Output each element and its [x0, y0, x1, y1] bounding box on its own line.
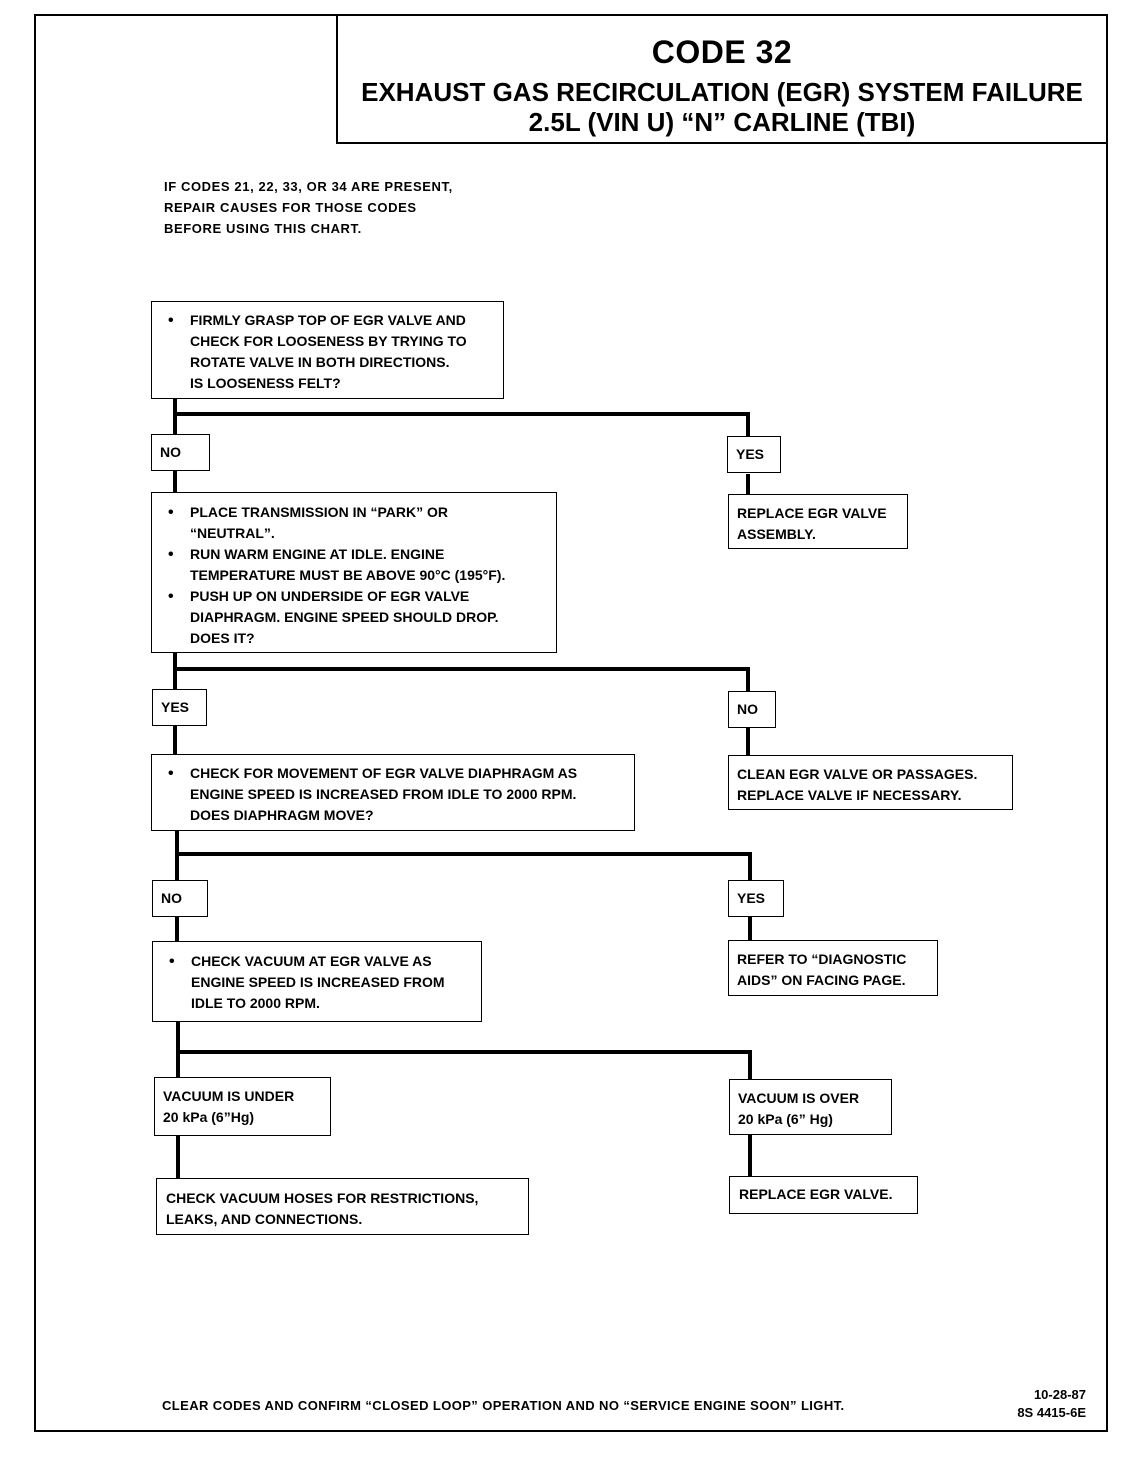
- text-line: REPLACE VALVE IF NECESSARY.: [737, 787, 962, 803]
- text-line: 20 kPa (6” Hg): [738, 1111, 833, 1127]
- clean-egr-valve-box: CLEAN EGR VALVE OR PASSAGES. REPLACE VAL…: [728, 755, 1013, 810]
- connector: [175, 852, 752, 856]
- connector: [176, 1050, 752, 1054]
- connector: [173, 470, 177, 492]
- text-line: RUN WARM ENGINE AT IDLE. ENGINE: [190, 546, 445, 562]
- step-2-yes-label: YES: [152, 689, 207, 726]
- document-reference: 10-28-87 8S 4415-6E: [998, 1386, 1086, 1422]
- code-title: CODE 32: [651, 34, 793, 70]
- replace-egr-valve-box: REPLACE EGR VALVE.: [729, 1176, 918, 1214]
- connector: [175, 916, 179, 942]
- note-line: REPAIR CAUSES FOR THOSE CODES: [164, 200, 417, 215]
- connector: [746, 728, 750, 755]
- step-1-bullet: FIRMLY GRASP TOP OF EGR VALVE AND CHECK …: [160, 310, 495, 394]
- text-line: AIDS” ON FACING PAGE.: [737, 972, 906, 988]
- text-line: TEMPERATURE MUST BE ABOVE 90°C (195°F).: [190, 567, 506, 583]
- step-3-box: CHECK FOR MOVEMENT OF EGR VALVE DIAPHRAG…: [151, 754, 635, 831]
- connector: [748, 914, 752, 942]
- step-3-no-label: NO: [152, 880, 208, 917]
- text-line: REPLACE EGR VALVE.: [739, 1186, 893, 1202]
- footer-instruction: CLEAR CODES AND CONFIRM “CLOSED LOOP” OP…: [162, 1398, 845, 1413]
- connector: [746, 474, 750, 494]
- text-line: DOES DIAPHRAGM MOVE?: [190, 807, 374, 823]
- step-4-bullet: CHECK VACUUM AT EGR VALVE AS ENGINE SPEE…: [161, 951, 473, 1014]
- text-line: CLEAN EGR VALVE OR PASSAGES.: [737, 766, 978, 782]
- text-line: PLACE TRANSMISSION IN “PARK” OR: [190, 504, 448, 520]
- refer-diagnostic-aids-box: REFER TO “DIAGNOSTIC AIDS” ON FACING PAG…: [728, 940, 938, 996]
- connector: [173, 412, 750, 416]
- connector: [176, 1135, 180, 1179]
- check-vacuum-hoses-box: CHECK VACUUM HOSES FOR RESTRICTIONS, LEA…: [156, 1178, 529, 1235]
- text-line: FIRMLY GRASP TOP OF EGR VALVE AND: [190, 312, 466, 328]
- text-line: CHECK FOR LOOSENESS BY TRYING TO: [190, 333, 467, 349]
- title-line-1: EXHAUST GAS RECIRCULATION (EGR) SYSTEM F…: [361, 77, 1083, 107]
- text-line: LEAKS, AND CONNECTIONS.: [166, 1211, 363, 1227]
- text-line: DOES IT?: [190, 630, 255, 646]
- step-2-bullet: PLACE TRANSMISSION IN “PARK” OR “NEUTRAL…: [160, 502, 548, 544]
- connector: [746, 412, 750, 436]
- text-line: IDLE TO 2000 RPM.: [191, 995, 320, 1011]
- vacuum-under-label: VACUUM IS UNDER 20 kPa (6”Hg): [154, 1077, 331, 1136]
- vacuum-over-label: VACUUM IS OVER 20 kPa (6” Hg): [729, 1079, 892, 1135]
- text-line: “NEUTRAL”.: [190, 525, 275, 541]
- text-line: REPLACE EGR VALVE: [737, 505, 887, 521]
- note-line: BEFORE USING THIS CHART.: [164, 221, 362, 236]
- document-id: 8S 4415-6E: [1017, 1405, 1086, 1420]
- connector: [173, 725, 177, 755]
- connector: [173, 667, 750, 671]
- note-line: IF CODES 21, 22, 33, OR 34 ARE PRESENT,: [164, 179, 453, 194]
- text-line: PUSH UP ON UNDERSIDE OF EGR VALVE: [190, 588, 470, 604]
- text-line: ASSEMBLY.: [737, 526, 816, 542]
- step-2-no-label: NO: [728, 691, 776, 728]
- text-line: DIAPHRAGM. ENGINE SPEED SHOULD DROP.: [190, 609, 499, 625]
- connector: [748, 852, 752, 882]
- step-4-box: CHECK VACUUM AT EGR VALVE AS ENGINE SPEE…: [152, 941, 482, 1022]
- connector: [175, 830, 179, 882]
- step-3-yes-label: YES: [728, 880, 784, 917]
- step-2-bullet: PUSH UP ON UNDERSIDE OF EGR VALVE DIAPHR…: [160, 586, 548, 649]
- title-line-2: 2.5L (VIN U) “N” CARLINE (TBI): [528, 107, 916, 137]
- text-line: VACUUM IS OVER: [738, 1090, 860, 1106]
- text-line: IS LOOSENESS FELT?: [190, 375, 341, 391]
- text-line: CHECK VACUUM HOSES FOR RESTRICTIONS,: [166, 1190, 479, 1206]
- step-1-no-label: NO: [151, 434, 210, 471]
- connector: [746, 667, 750, 692]
- text-line: CHECK FOR MOVEMENT OF EGR VALVE DIAPHRAG…: [190, 765, 578, 781]
- text-line: REFER TO “DIAGNOSTIC: [737, 951, 907, 967]
- connector: [176, 1021, 180, 1078]
- step-2-box: PLACE TRANSMISSION IN “PARK” OR “NEUTRAL…: [151, 492, 557, 653]
- text-line: ROTATE VALVE IN BOTH DIRECTIONS.: [190, 354, 450, 370]
- text-line: ENGINE SPEED IS INCREASED FROM IDLE TO 2…: [190, 786, 577, 802]
- connector: [748, 1050, 752, 1080]
- text-line: VACUUM IS UNDER: [163, 1088, 295, 1104]
- step-3-bullet: CHECK FOR MOVEMENT OF EGR VALVE DIAPHRAG…: [160, 763, 626, 826]
- chart-header: CODE 32 EXHAUST GAS RECIRCULATION (EGR) …: [336, 14, 1108, 144]
- text-line: 20 kPa (6”Hg): [163, 1109, 255, 1125]
- text-line: CHECK VACUUM AT EGR VALVE AS: [191, 953, 432, 969]
- replace-egr-assembly-box: REPLACE EGR VALVE ASSEMBLY.: [728, 494, 908, 549]
- step-2-bullet: RUN WARM ENGINE AT IDLE. ENGINE TEMPERAT…: [160, 544, 548, 586]
- chart-title: EXHAUST GAS RECIRCULATION (EGR) SYSTEM F…: [338, 77, 1106, 137]
- connector: [173, 398, 177, 434]
- text-line: ENGINE SPEED IS INCREASED FROM: [191, 974, 445, 990]
- document-date: 10-28-87: [1033, 1387, 1086, 1402]
- connector: [173, 652, 177, 690]
- prerequisite-note: IF CODES 21, 22, 33, OR 34 ARE PRESENT, …: [164, 176, 453, 239]
- connector: [748, 1134, 752, 1177]
- step-1-box: FIRMLY GRASP TOP OF EGR VALVE AND CHECK …: [151, 301, 504, 399]
- step-1-yes-label: YES: [727, 436, 781, 473]
